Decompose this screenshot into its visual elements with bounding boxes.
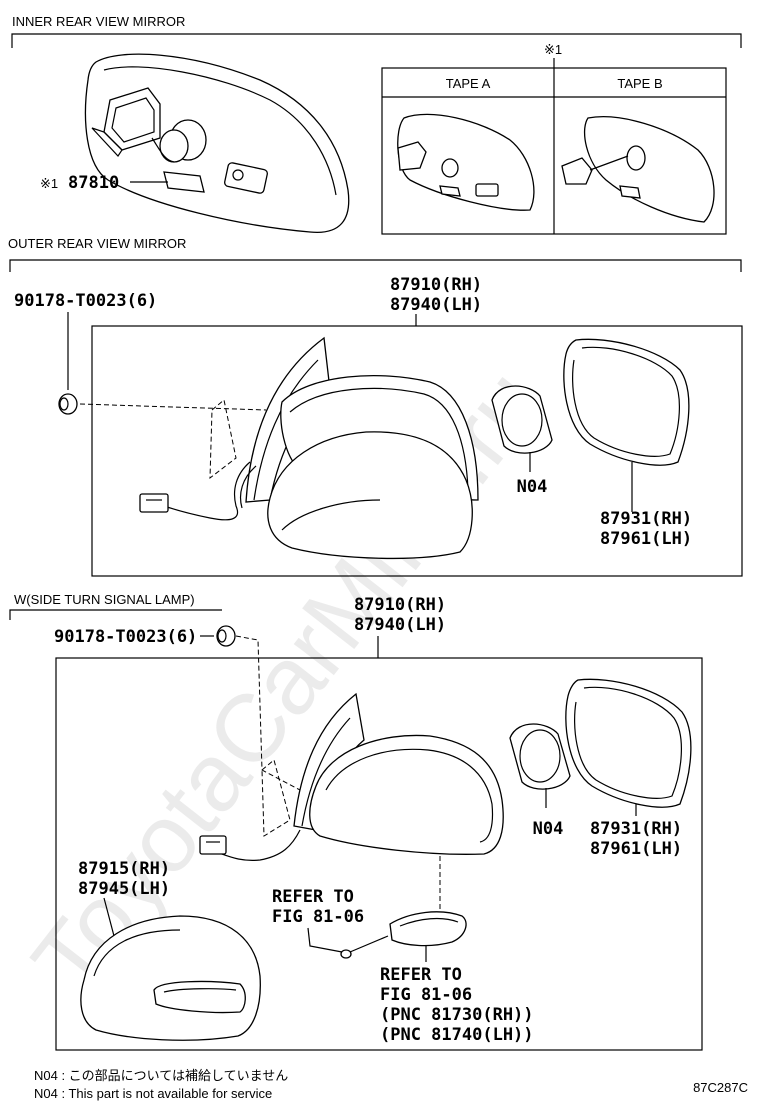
dash-line-outer-bolt <box>79 403 267 411</box>
refer2-line4: (PNC 81740(LH)) <box>380 1025 534 1045</box>
dash-base-outer <box>209 399 237 480</box>
section-title-inner: INNER REAR VIEW MIRROR <box>12 14 185 29</box>
part-label-bolt-outer: 90178-T0023(6) <box>14 291 157 311</box>
bolt-outer-icon <box>58 393 78 415</box>
section-bracket-inner <box>11 33 742 48</box>
tape-b-illustration <box>561 116 715 223</box>
outer-assy-box <box>91 325 743 577</box>
leader-cover <box>103 897 115 937</box>
ref-mark-tape: ※1 <box>544 42 562 57</box>
turn-lamp-icon <box>389 911 467 947</box>
part-label-glass-rh-turn: 87931(RH) <box>590 819 682 839</box>
turn-mirror-illustration <box>199 692 504 861</box>
ref-mark-inner: ※1 <box>40 176 58 191</box>
part-label-87810: 87810 <box>68 173 119 193</box>
part-label-motor-outer: N04 <box>517 477 548 497</box>
note-en: N04 : This part is not available for ser… <box>34 1086 272 1101</box>
part-label-bolt-turn: 90178-T0023(6) <box>54 627 197 647</box>
tape-a-label: TAPE A <box>446 76 491 91</box>
part-label-assy-rh-turn: 87910(RH) <box>354 595 446 615</box>
part-label-cover-lh: 87945(LH) <box>78 879 170 899</box>
section-title-turn: W(SIDE TURN SIGNAL LAMP) <box>14 592 195 607</box>
refer1-line2: FIG 81-06 <box>272 907 364 927</box>
bolt-turn-icon <box>216 625 236 647</box>
turn-assy-box <box>55 657 703 1051</box>
tape-a-illustration <box>397 113 535 211</box>
refer2-line1: REFER TO <box>380 965 462 985</box>
note-jp: N04 : この部品については補給していません <box>34 1068 288 1083</box>
part-label-glass-rh-outer: 87931(RH) <box>600 509 692 529</box>
figure-code: 87C287C <box>693 1080 748 1095</box>
refer2-line3: (PNC 81730(RH)) <box>380 1005 534 1025</box>
mirror-cover-icon <box>80 915 261 1041</box>
leader-refer-1 <box>307 927 343 953</box>
part-label-assy-lh-turn: 87940(LH) <box>354 615 446 635</box>
part-label-assy-lh: 87940(LH) <box>390 295 482 315</box>
section-title-outer: OUTER REAR VIEW MIRROR <box>8 236 186 251</box>
mirror-glass-outer-icon <box>563 338 690 466</box>
motor-outer-icon <box>491 385 553 454</box>
section-bracket-turn <box>9 609 222 620</box>
part-label-glass-lh-turn: 87961(LH) <box>590 839 682 859</box>
inner-mirror-illustration <box>84 53 350 233</box>
section-bracket-outer <box>9 259 742 272</box>
motor-turn-icon <box>509 723 571 790</box>
part-label-glass-lh-outer: 87961(LH) <box>600 529 692 549</box>
refer2-line2: FIG 81-06 <box>380 985 472 1005</box>
part-label-cover-rh: 87915(RH) <box>78 859 170 879</box>
mirror-glass-turn-icon <box>565 678 692 808</box>
tape-b-label: TAPE B <box>617 76 662 91</box>
part-label-assy-rh: 87910(RH) <box>390 275 482 295</box>
dash-line-turn-bolt <box>235 635 301 791</box>
dash-base-turn <box>261 759 291 837</box>
screw-icon <box>340 935 389 959</box>
part-label-motor-turn: N04 <box>533 819 564 839</box>
outer-mirror-illustration <box>139 336 479 560</box>
refer1-line1: REFER TO <box>272 887 354 907</box>
